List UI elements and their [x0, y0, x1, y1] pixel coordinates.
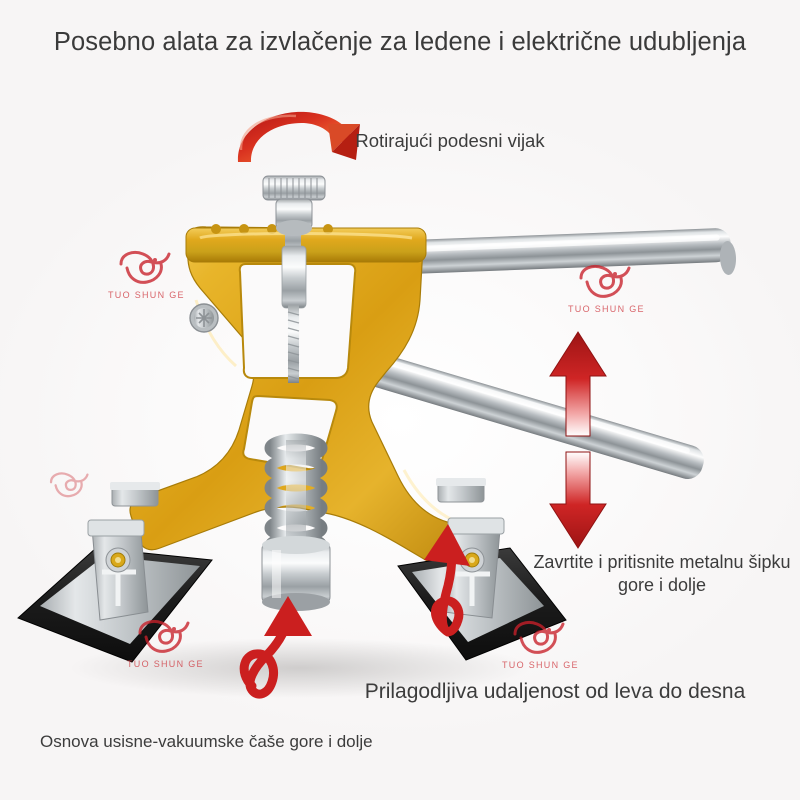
slide-bar-lower — [298, 334, 704, 479]
left-foot-pad — [17, 482, 213, 663]
curl-arrow-up-icon-right — [424, 524, 470, 637]
left-bracket — [87, 519, 149, 621]
up-down-arrow-icon — [549, 331, 607, 549]
adjusting-knob[interactable] — [262, 175, 326, 236]
callout-suction-base: Osnova usisne-vakuumske čaše gore i dolj… — [40, 732, 373, 751]
rotate-arrow-icon — [237, 111, 360, 162]
curl-arrow-up-icon — [239, 596, 312, 699]
ground-shadow — [70, 638, 530, 698]
pivot-screw — [189, 303, 219, 333]
puller-head — [261, 536, 331, 611]
callout-width-adjust: Prilagodljiva udaljenost od leva do desn… — [364, 680, 746, 703]
page-title: Posebno alata za izvlačenje za ledene i … — [53, 28, 747, 56]
callout-metal-bar: Zavrtite i pritisnite metalnu šipku gore… — [533, 552, 791, 596]
callout-rotating-screw: Rotirajući podesni vijak — [355, 130, 545, 151]
slide-bar-upper — [332, 228, 737, 277]
